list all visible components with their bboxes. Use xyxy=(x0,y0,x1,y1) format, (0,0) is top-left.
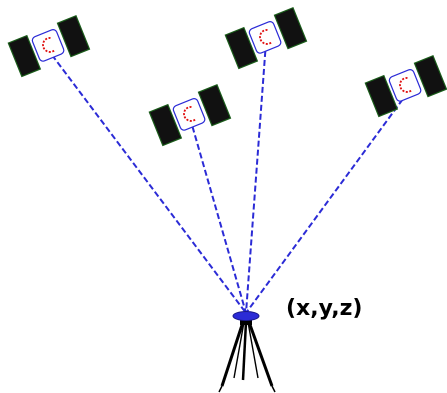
tripod-icon xyxy=(219,318,275,392)
signal-line-2 xyxy=(190,118,246,313)
satellite-icon xyxy=(225,8,306,69)
satellite-icon xyxy=(365,56,446,117)
satellite-icon xyxy=(8,16,89,77)
signal-lines xyxy=(52,42,408,313)
signal-line-3 xyxy=(246,42,266,313)
signal-line-4 xyxy=(246,92,408,313)
satellite-icon xyxy=(149,85,230,146)
receiver-antenna xyxy=(233,312,259,321)
receiver-coordinate-label: (x,y,z) xyxy=(286,298,362,320)
